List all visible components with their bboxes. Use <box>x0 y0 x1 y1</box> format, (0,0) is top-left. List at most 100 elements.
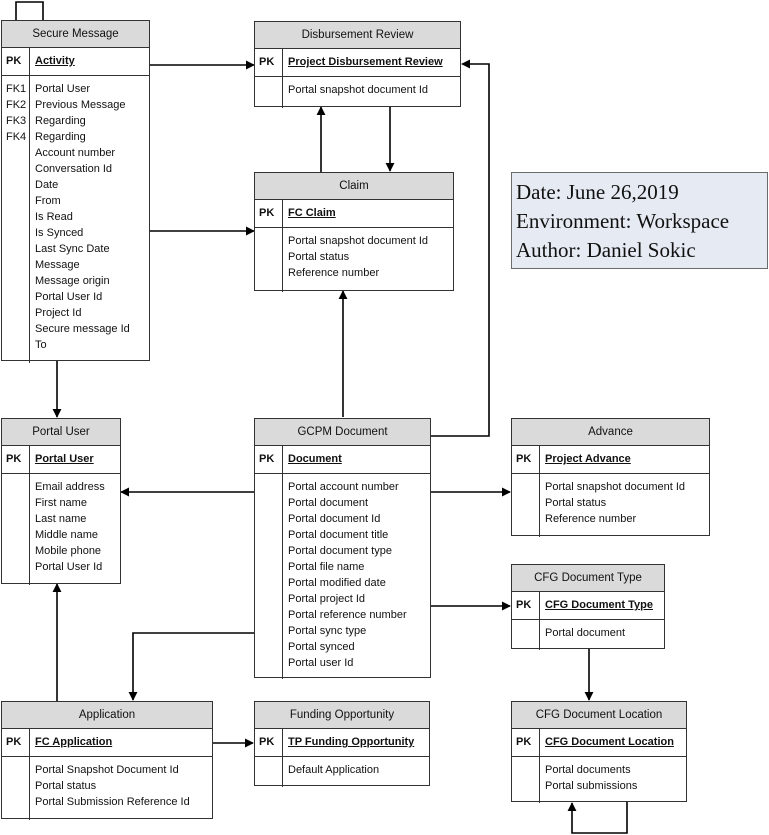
attribute: Portal snapshot document Id <box>545 481 686 493</box>
fk-label: FK3 <box>6 115 27 127</box>
primary-key: CFG Document Location <box>545 736 674 748</box>
attribute: Portal User Id <box>35 561 103 573</box>
attribute: Portal Submission Reference Id <box>35 796 190 808</box>
connector-secure-message-self <box>15 1 44 20</box>
attribute: Portal user Id <box>288 657 354 669</box>
entity-secure-message[interactable]: Secure Message PK Activity FK1 FK2 FK3 F… <box>1 20 150 363</box>
attribute-list: Portal document <box>540 620 625 650</box>
fk-label: FK2 <box>6 99 27 111</box>
attribute: Portal documents <box>545 764 631 776</box>
attribute: Portal document Id <box>288 513 381 525</box>
primary-key: Portal User <box>35 453 94 465</box>
fk-column <box>255 228 283 292</box>
attribute: Portal snapshot document Id <box>288 84 429 96</box>
fk-column <box>255 77 283 108</box>
fk-column <box>255 474 283 679</box>
pk-label: PK <box>255 446 283 473</box>
attribute: Portal status <box>288 251 350 263</box>
attribute: Portal User Id <box>35 291 103 303</box>
attribute: Portal reference number <box>288 609 407 621</box>
entity-title: Application <box>2 702 212 729</box>
pk-label: PK <box>512 729 540 756</box>
fk-column <box>512 474 540 537</box>
entity-portal-user[interactable]: Portal User PK Portal User Email address… <box>1 418 121 585</box>
attribute: Portal sync type <box>288 625 367 637</box>
attribute: Portal Snapshot Document Id <box>35 764 179 776</box>
attribute-list: Portal account number Portal document Po… <box>283 474 407 679</box>
entity-title: Funding Opportunity <box>255 702 429 729</box>
entity-claim[interactable]: Claim PK FC Claim Portal snapshot docume… <box>254 172 454 292</box>
attribute-list: Portal documents Portal submissions <box>540 757 637 803</box>
attribute: Portal document <box>545 627 626 639</box>
attribute-list: Portal snapshot document Id Portal statu… <box>283 228 428 292</box>
attribute: Middle name <box>35 529 98 541</box>
primary-key: FC Application <box>35 736 113 748</box>
entity-cfg-document-type[interactable]: CFG Document Type PK CFG Document Type P… <box>511 564 665 650</box>
attribute: To <box>35 339 47 351</box>
fk-column <box>512 757 540 803</box>
pk-label: PK <box>2 48 30 75</box>
diagram-info-note: Date: June 26,2019 Environment: Workspac… <box>511 172 768 269</box>
attribute-list: Default Application <box>283 757 379 787</box>
pk-label: PK <box>255 200 283 227</box>
attribute: Portal User <box>35 83 91 95</box>
attribute: Secure message Id <box>35 323 130 335</box>
pk-label: PK <box>255 729 283 756</box>
pk-label: PK <box>2 446 30 473</box>
entity-cfg-document-location[interactable]: CFG Document Location PK CFG Document Lo… <box>511 701 687 803</box>
attribute: Conversation Id <box>35 163 113 175</box>
attribute: Previous Message <box>35 99 126 111</box>
entity-title: CFG Document Location <box>512 702 686 729</box>
attribute: Portal document <box>288 497 369 509</box>
fk-label: FK1 <box>6 83 27 95</box>
attribute: Project Id <box>35 307 82 319</box>
primary-key: Project Advance <box>545 453 631 465</box>
primary-key: FC Claim <box>288 207 336 219</box>
attribute: Portal modified date <box>288 577 386 589</box>
attribute-list: Email address First name Last name Middl… <box>30 474 105 585</box>
attribute: Portal snapshot document Id <box>288 235 429 247</box>
entity-title: Advance <box>512 419 709 446</box>
fk-column: FK1 FK2 FK3 FK4 <box>2 76 30 363</box>
entity-title: Portal User <box>2 419 120 446</box>
primary-key: Project Disbursement Review <box>288 56 443 68</box>
entity-funding-opportunity[interactable]: Funding Opportunity PK TP Funding Opport… <box>254 701 430 787</box>
fk-label: FK4 <box>6 131 27 143</box>
attribute-list: Portal snapshot document Id <box>283 77 428 108</box>
attribute: Portal document type <box>288 545 392 557</box>
entity-title: Disbursement Review <box>255 22 460 49</box>
attribute: Is Synced <box>35 227 84 239</box>
attribute: Portal status <box>35 780 97 792</box>
attribute: Date <box>35 179 59 191</box>
attribute: Message origin <box>35 275 110 287</box>
entity-application[interactable]: Application PK FC Application Portal Sna… <box>1 701 213 820</box>
attribute: Last Sync Date <box>35 243 110 255</box>
entity-advance[interactable]: Advance PK Project Advance Portal snapsh… <box>511 418 710 537</box>
entity-title: CFG Document Type <box>512 565 664 592</box>
fk-column <box>255 757 283 787</box>
pk-label: PK <box>512 592 540 619</box>
entity-gcpm-document[interactable]: GCPM Document PK Document Portal account… <box>254 418 431 679</box>
attribute: Last name <box>35 513 87 525</box>
attribute-list: Portal snapshot document Id Portal statu… <box>540 474 685 537</box>
attribute: Message <box>35 259 80 271</box>
fk-column <box>2 474 30 585</box>
primary-key: TP Funding Opportunity <box>288 736 415 748</box>
fk-column <box>2 757 30 820</box>
pk-label: PK <box>255 49 283 76</box>
attribute: Regarding <box>35 115 86 127</box>
attribute-list: Portal User Previous Message Regarding R… <box>30 76 130 363</box>
attribute: First name <box>35 497 87 509</box>
attribute: Portal submissions <box>545 780 638 792</box>
entity-title: GCPM Document <box>255 419 430 446</box>
attribute: Email address <box>35 481 105 493</box>
primary-key: CFG Document Type <box>545 599 653 611</box>
attribute: Portal file name <box>288 561 365 573</box>
entity-disbursement-review[interactable]: Disbursement Review PK Project Disbursem… <box>254 21 461 108</box>
attribute: Default Application <box>288 764 380 776</box>
attribute: Reference number <box>545 513 637 525</box>
note-date: Date: June 26,2019 <box>516 180 679 204</box>
connector-cfg-location-self <box>567 802 628 834</box>
attribute: Portal synced <box>288 641 355 653</box>
